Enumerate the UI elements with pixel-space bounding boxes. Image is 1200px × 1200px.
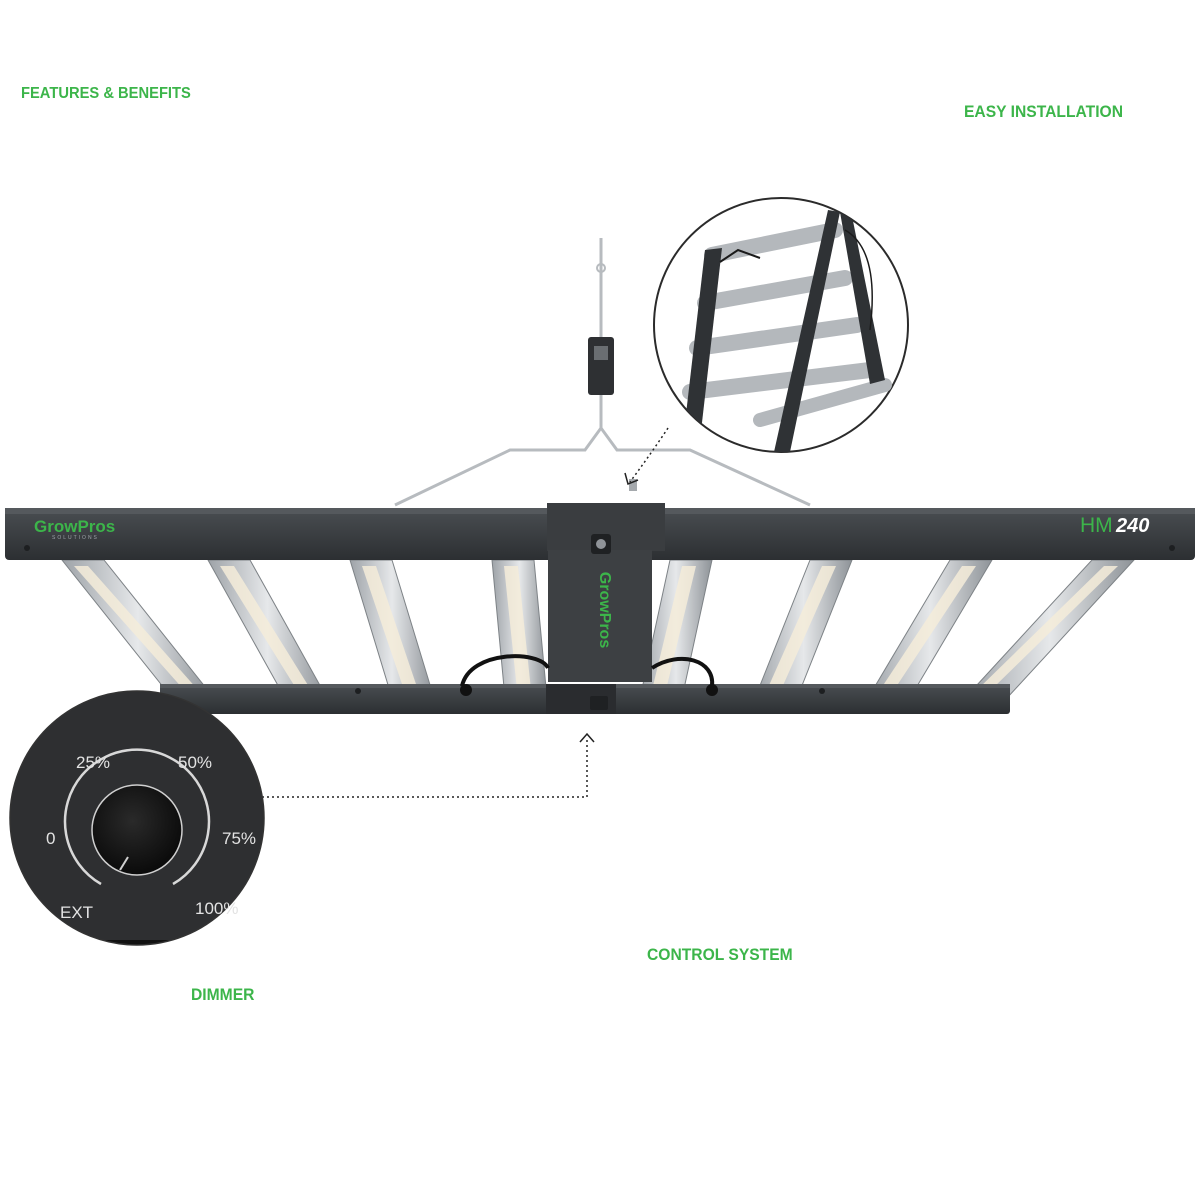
easy-installation-heading: EASY INSTALLATION <box>964 102 1124 121</box>
brand-logo-driver: GrowPros <box>596 572 613 649</box>
led-strip-6 <box>767 566 836 690</box>
led-bars-group <box>60 559 1136 700</box>
installation-zoom-inset <box>653 197 909 453</box>
dimmer-pointer-line <box>262 740 588 798</box>
dimmer-dial-inset: 0 25% 50% 75% 100% EXT <box>9 690 265 946</box>
install-pointer-line <box>629 427 669 483</box>
dial-mark-75: 75% <box>222 829 256 848</box>
control-system-heading: CONTROL SYSTEM <box>647 945 793 964</box>
dimmer-knob[interactable] <box>91 784 183 876</box>
model-number: 240 <box>1115 515 1149 537</box>
driver-box: GrowPros <box>546 479 665 714</box>
led-strip-2 <box>220 566 311 690</box>
brand-sub-left: SOLUTIONS <box>52 535 99 541</box>
power-cord-right <box>650 657 715 687</box>
connector-right <box>706 684 718 696</box>
install-pointer-arrow <box>624 472 639 486</box>
connector-left <box>460 684 472 696</box>
brand-logo-left: GrowPros <box>34 517 115 536</box>
dimmer-pointer-arrow <box>579 732 595 743</box>
knob-indicator <box>119 856 129 871</box>
dial-mark-100: 100% <box>195 899 238 918</box>
led-strip-1 <box>74 566 198 690</box>
led-strip-4 <box>504 566 531 690</box>
model-prefix: HM <box>1080 514 1113 537</box>
led-strip-5 <box>652 566 696 690</box>
dial-mark-0: 0 <box>46 829 55 848</box>
features-benefits-heading: FEATURES & BENEFITS <box>21 85 191 102</box>
power-cord-left <box>460 654 550 687</box>
dial-scale-arc <box>63 748 211 886</box>
led-strip-8 <box>977 566 1118 690</box>
dial-mark-25: 25% <box>76 753 110 772</box>
dimmer-heading: DIMMER <box>191 985 255 1004</box>
led-strip-3 <box>362 566 418 690</box>
hanger-assembly <box>394 238 811 507</box>
dial-mark-50: 50% <box>178 753 212 772</box>
dial-mark-ext: EXT <box>60 903 93 922</box>
led-strip-7 <box>880 566 976 690</box>
